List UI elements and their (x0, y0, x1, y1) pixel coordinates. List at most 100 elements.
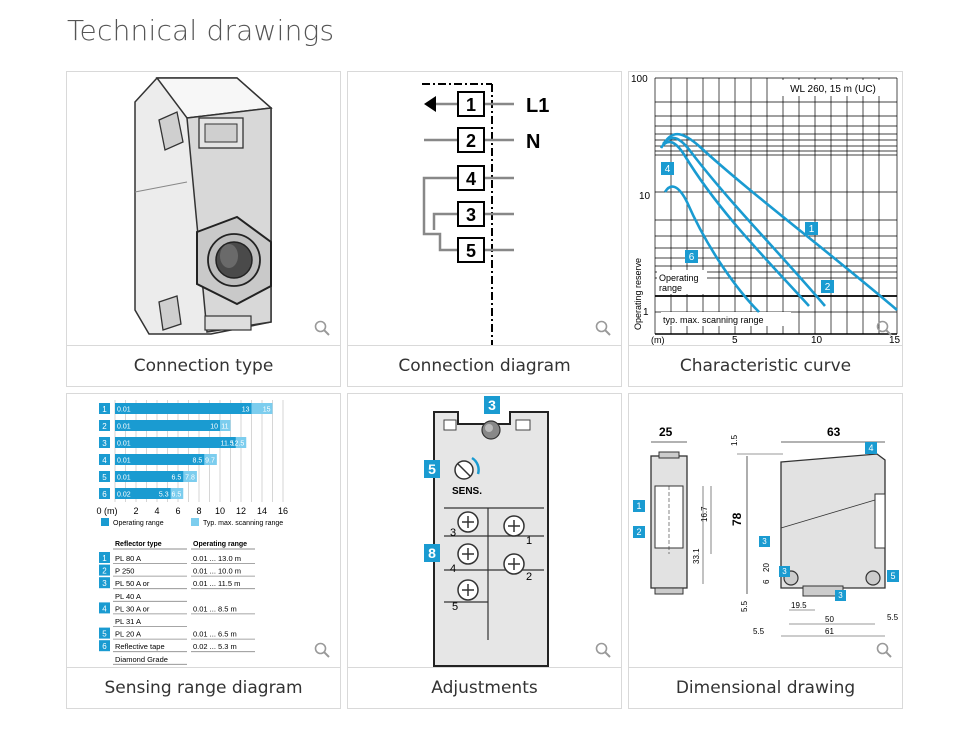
legend-operating-range: Operating range (113, 520, 164, 527)
card-caption: Characteristic curve (629, 345, 902, 386)
table-operating-range: 0.01 ... 6.5 m (193, 630, 237, 639)
y-tick-1: 1 (643, 307, 649, 318)
table-row-number: 5 (102, 630, 107, 639)
dim-tag-1: 1 (636, 501, 641, 511)
zoom-icon[interactable] (595, 642, 611, 658)
range-row-tag (99, 471, 110, 482)
curve-tag-4: 4 (665, 164, 671, 175)
range-row-number: 5 (102, 473, 107, 482)
zoom-icon[interactable] (314, 320, 330, 336)
table-row-tag (99, 602, 110, 614)
card-caption: Adjustments (348, 667, 621, 708)
dim-5-5-left: 5.5 (740, 600, 749, 612)
dim-63: 63 (827, 425, 841, 439)
adjustments-image[interactable]: 3 5 8 SENS. (348, 394, 621, 667)
dim-tag-2: 2 (636, 527, 641, 537)
label-l1: L1 (526, 95, 549, 117)
chart-title: WL 260, 15 m (UC) (790, 84, 876, 95)
table-row-tag (99, 627, 110, 639)
operating-range-bar (115, 471, 184, 482)
range-row-tag (99, 437, 110, 448)
operating-range-bar (115, 488, 171, 499)
table-operating-range: 0.01 ... 8.5 m (193, 604, 237, 613)
range-row-number: 1 (102, 405, 107, 414)
screw-label-4: 4 (450, 563, 456, 575)
table-reflector-type: PL 20 A (115, 630, 141, 639)
zoom-icon[interactable] (876, 320, 892, 336)
card-characteristic-curve[interactable]: WL 260, 15 m (UC) 100 10 1 Operating res… (628, 71, 903, 387)
table-reflector-type: PL 30 A or (115, 604, 150, 613)
range-axis-tick: 10 (215, 506, 225, 516)
table-reflector-type: Reflective tape (115, 642, 165, 651)
terminal-3: 3 (466, 205, 476, 225)
adjust-tag-5: 5 (428, 461, 436, 477)
table-reflector-type: P 250 (115, 567, 134, 576)
table-row-number: 6 (102, 642, 107, 651)
range-max-label: 6.5 (172, 492, 182, 499)
connection-type-image[interactable] (67, 72, 340, 345)
range-row-tag (99, 403, 110, 414)
operating-range-bar (115, 454, 205, 465)
screw-label-1: 1 (526, 535, 532, 547)
range-axis-tick: 0 (m) (97, 506, 118, 516)
operating-range-bar (115, 403, 252, 414)
range-max-label: 15 (263, 407, 271, 414)
range-axis-tick: 8 (196, 506, 201, 516)
zoom-icon[interactable] (595, 320, 611, 336)
card-connection-type[interactable]: Connection type (66, 71, 341, 387)
range-op-label: 10 (210, 424, 218, 431)
range-max-label: 11 (221, 424, 228, 431)
label-range: range (659, 283, 682, 293)
range-axis-tick: 4 (154, 506, 159, 516)
range-max-label: 12.5 (231, 441, 245, 448)
terminal-2: 2 (466, 131, 476, 151)
range-axis-tick: 2 (133, 506, 138, 516)
range-row-number: 6 (102, 490, 107, 499)
characteristic-curve-image[interactable]: WL 260, 15 m (UC) 100 10 1 Operating res… (629, 72, 902, 345)
range-axis-tick: 6 (175, 506, 180, 516)
dim-tag-4: 4 (868, 443, 873, 453)
range-max-label: 7.8 (185, 475, 195, 482)
connection-diagram-image[interactable]: 1 L1 2 N 4 3 5 (348, 72, 621, 345)
range-start-label: 0.02 (117, 492, 131, 499)
card-connection-diagram[interactable]: 1 L1 2 N 4 3 5 Connection diag (347, 71, 622, 387)
y-tick-10: 10 (639, 191, 651, 202)
screw-label-3: 3 (450, 527, 456, 539)
card-dimensional-drawing[interactable]: 25 1 2 16.7 33.1 63 78 1.5 (628, 393, 903, 709)
table-reflector-type: Diamond Grade (115, 655, 168, 664)
range-axis-tick: 12 (236, 506, 246, 516)
range-start-label: 0.01 (117, 424, 131, 431)
dim-50: 50 (825, 615, 834, 624)
range-row-tag (99, 454, 110, 465)
table-operating-range: 0.01 ... 11.5 m (193, 579, 240, 588)
screw-label-2: 2 (526, 571, 532, 583)
dim-1-5: 1.5 (730, 434, 739, 446)
range-op-label: 11.5 (221, 441, 234, 448)
table-row-tag (99, 577, 110, 589)
table-row-number: 1 (102, 554, 107, 563)
card-caption: Dimensional drawing (629, 667, 902, 708)
dim-20: 20 (762, 563, 771, 572)
dimensional-drawing-image[interactable]: 25 1 2 16.7 33.1 63 78 1.5 (629, 394, 902, 667)
card-adjustments[interactable]: 3 5 8 SENS. (347, 393, 622, 709)
zoom-icon[interactable] (876, 642, 892, 658)
table-operating-range: 0.01 ... 13.0 m (193, 554, 241, 563)
range-row-number: 2 (102, 422, 107, 431)
curve-tag-1: 1 (809, 224, 815, 235)
table-operating-range: 0.01 ... 10.0 m (193, 567, 241, 576)
label-scan-range: typ. max. scanning range (663, 315, 764, 325)
terminal-1: 1 (466, 95, 476, 115)
x-tick-5: 5 (732, 335, 738, 345)
curve-tag-2: 2 (825, 282, 831, 293)
dim-5-5-right: 5.5 (887, 613, 899, 622)
table-head-range: Operating range (193, 541, 247, 548)
dim-5-5-bottom: 5.5 (753, 627, 765, 636)
sens-label: SENS. (452, 486, 482, 497)
zoom-icon[interactable] (314, 642, 330, 658)
dim-78: 78 (730, 512, 744, 526)
table-row-number: 4 (102, 604, 107, 613)
x-tick-unit: (m) (651, 335, 665, 345)
range-row-number: 3 (102, 439, 107, 448)
